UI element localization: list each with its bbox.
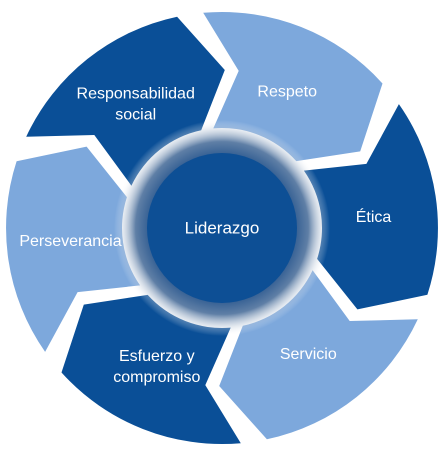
center-circle (147, 153, 297, 303)
cycle-segment (303, 104, 438, 310)
segment-label-line: Ética (356, 207, 392, 226)
segment-label-line: compromiso (113, 369, 200, 386)
segment-label: Respeto (257, 84, 317, 101)
segment-label-line: Respeto (257, 84, 317, 101)
cycle-segment (6, 146, 141, 352)
segment-label: Perseverancia (19, 233, 121, 250)
segment-label: Esfuerzo y compromiso (113, 348, 200, 386)
cycle-segment (26, 16, 225, 186)
segment-label-line: Esfuerzo y (119, 348, 195, 365)
segment-label-line: social (115, 106, 156, 123)
segment-label-line: Servicio (280, 346, 337, 363)
segment-label: Ética (356, 207, 392, 226)
segment-label: Responsabilidad social (77, 85, 195, 123)
segment-label: Servicio (280, 346, 337, 363)
segment-label-line: Perseverancia (19, 233, 121, 250)
segment-label-line: Responsabilidad (77, 85, 195, 102)
center-label: Liderazgo (185, 219, 260, 238)
cycle-segment (219, 270, 418, 440)
